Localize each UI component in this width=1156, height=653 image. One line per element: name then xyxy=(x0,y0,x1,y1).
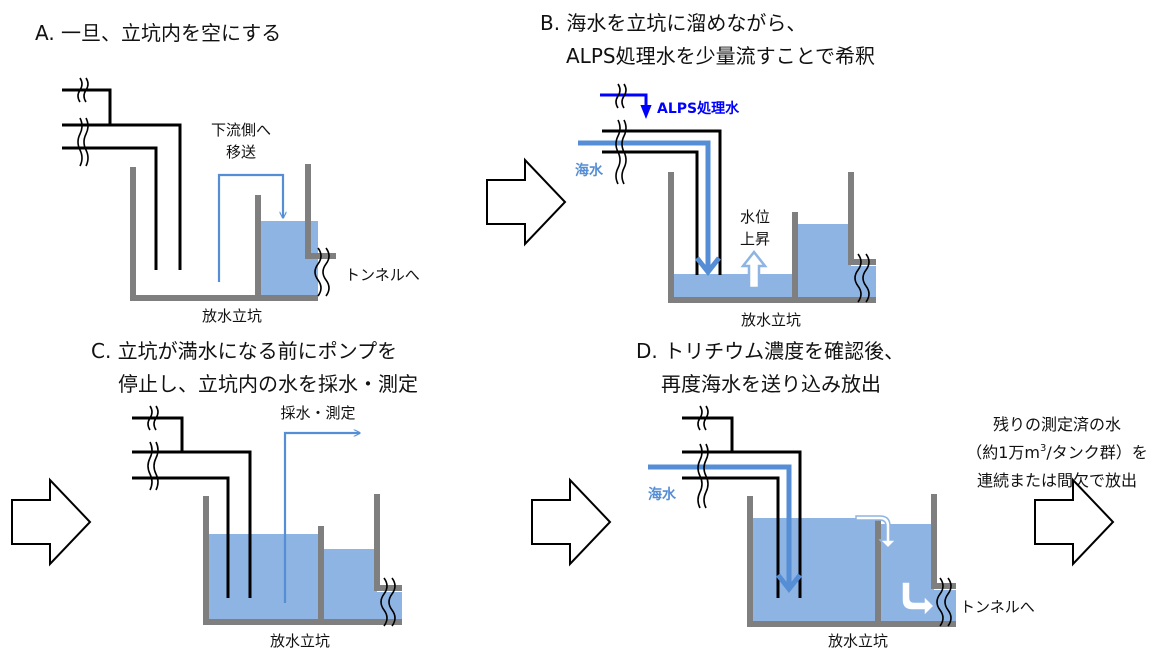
panel-b-title-line2: ALPS処理水を少量流すことで希釈 xyxy=(566,44,875,68)
seawater-flow xyxy=(578,140,711,268)
shaft-walls xyxy=(747,494,956,627)
panel-c: C. 立坑が満水になる前にポンプを 停止し、立坑内の水を採水・測定 xyxy=(91,339,418,650)
shaft-walls xyxy=(130,164,336,301)
step-arrow-c-to-d xyxy=(531,477,612,567)
panel-a: A. 一旦、立坑内を空にする 下流側へ 移送 xyxy=(35,21,420,325)
note-line2: （約1万m3/タンク群）を xyxy=(966,443,1148,462)
outflow-arrow xyxy=(901,581,936,618)
rise-label-line2: 上昇 xyxy=(740,230,770,248)
panel-d-title-line1: D. トリチウム濃度を確認後、 xyxy=(636,339,904,363)
transfer-label-line2: 移送 xyxy=(226,143,256,161)
pipe-break-marks xyxy=(77,77,89,167)
shaft-walls xyxy=(668,172,876,303)
tunnel-break-marks xyxy=(936,577,952,627)
tunnel-label: トンネルへ xyxy=(345,266,420,284)
panel-b-title-line1: B. 海水を立坑に溜めながら、 xyxy=(540,11,806,35)
shaft-label: 放水立坑 xyxy=(202,307,262,325)
shaft-walls xyxy=(203,494,402,625)
sampling-arrow xyxy=(283,433,360,603)
alps-flow-arrow xyxy=(600,93,652,119)
shaft-label: 放水立坑 xyxy=(828,632,888,650)
remaining-water-note: 残りの測定済の水 （約1万m3/タンク群）を 連続または間欠で放出 xyxy=(966,415,1148,490)
pipe-break-marks xyxy=(615,83,627,185)
note-line3: 連続または間欠で放出 xyxy=(977,471,1137,490)
water-right-chamber xyxy=(795,224,851,299)
panel-b: B. 海水を立坑に溜めながら、 ALPS処理水を少量流すことで希釈 xyxy=(540,11,876,329)
pipe-break-marks xyxy=(147,405,159,491)
panel-d-title-line2: 再度海水を送り込み放出 xyxy=(661,372,881,396)
water-right-chamber xyxy=(321,549,377,620)
shaft-label: 放水立坑 xyxy=(741,311,801,329)
panel-d: D. トリチウム濃度を確認後、 再度海水を送り込み放出 xyxy=(636,339,1035,650)
seawater-label: 海水 xyxy=(575,162,604,179)
sampling-label: 採水・測定 xyxy=(280,404,355,422)
water-left-chamber xyxy=(750,518,878,622)
transfer-label-line1: 下流側へ xyxy=(211,121,271,139)
note-line1: 残りの測定済の水 xyxy=(993,415,1121,434)
overflow-arrow xyxy=(855,515,898,550)
panel-c-title-line2: 停止し、立坑内の水を採水・測定 xyxy=(118,372,418,396)
water-left-chamber xyxy=(671,274,795,299)
intake-pipes xyxy=(132,416,252,598)
intake-pipes xyxy=(682,416,802,598)
panel-c-title-line1: C. 立坑が満水になる前にポンプを xyxy=(91,339,397,363)
alps-label: ALPS処理水 xyxy=(657,100,740,117)
step-arrow-final xyxy=(1034,477,1115,567)
seawater-flow xyxy=(648,464,792,585)
step-arrow-b-to-c xyxy=(11,477,92,567)
step-arrow-a-to-b xyxy=(486,157,567,247)
intake-pipes xyxy=(62,88,182,270)
tunnel-break-marks xyxy=(854,253,870,303)
seawater-flow-arrowhead xyxy=(695,256,721,277)
intake-pipes xyxy=(602,129,722,275)
transfer-arrow xyxy=(217,173,283,282)
rise-label-line1: 水位 xyxy=(740,208,770,226)
water-left-chamber xyxy=(206,534,321,620)
tunnel-break-marks xyxy=(314,247,330,297)
tunnel-label: トンネルへ xyxy=(960,598,1035,616)
water-rise-arrow xyxy=(740,249,768,290)
seawater-label: 海水 xyxy=(648,486,677,503)
panel-a-title: A. 一旦、立坑内を空にする xyxy=(35,21,281,45)
tunnel-break-marks xyxy=(380,577,396,627)
pipe-break-marks xyxy=(697,405,709,509)
seawater-flow-arrowhead xyxy=(776,573,802,594)
shaft-label: 放水立坑 xyxy=(270,632,330,650)
